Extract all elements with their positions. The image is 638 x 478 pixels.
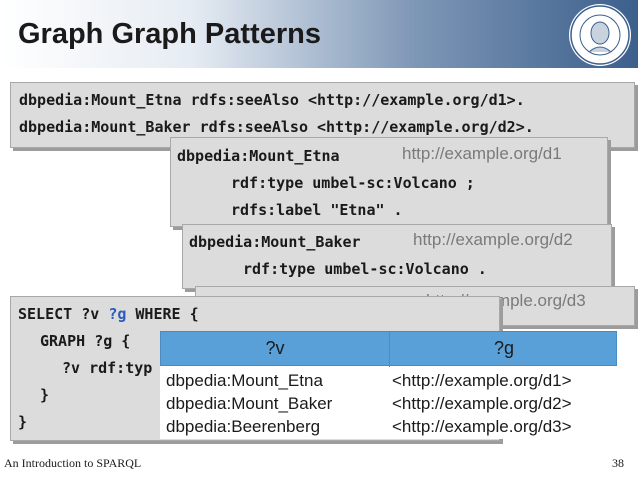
select-keyword: SELECT ?v <box>18 305 100 323</box>
graph-triple: rdfs:label "Etna" . <box>231 201 403 219</box>
graph-url: http://example.org/d2 <box>413 230 573 249</box>
named-graph-d1-box: dbpedia:Mount_Etna http://example.org/d1… <box>170 137 608 227</box>
query-line-select: SELECT ?v ?g WHERE { <box>18 305 199 323</box>
result-cell: dbpedia:Mount_Etna <box>166 371 323 390</box>
result-cell: <http://example.org/d2> <box>392 394 572 413</box>
result-cell: dbpedia:Mount_Baker <box>166 394 333 413</box>
header-cell-v: ?v <box>265 338 285 358</box>
triple-line: dbpedia:Mount_Etna rdfs:seeAlso <http://… <box>19 91 525 109</box>
query-line-close: } <box>18 413 28 431</box>
triple-line: dbpedia:Mount_Baker rdfs:seeAlso <http:/… <box>19 118 534 136</box>
graph-triple: rdf:type umbel-sc:Volcano . <box>243 260 487 278</box>
page-number: 38 <box>612 456 624 470</box>
header-cell-g: ?g <box>493 338 515 358</box>
graph-subject: dbpedia:Mount_Etna <box>177 147 340 165</box>
column-divider <box>389 332 390 367</box>
graph-triple: rdf:type umbel-sc:Volcano ; <box>231 174 475 192</box>
graph-keyword: GRAPH <box>40 332 86 350</box>
graph-subject: dbpedia:Mount_Baker <box>189 233 361 251</box>
query-line-graph: GRAPH ?g { <box>40 332 130 350</box>
graph-variable: ?g <box>108 305 127 323</box>
university-seal-icon <box>569 4 631 66</box>
graph-url: http://example.org/d1 <box>402 144 562 163</box>
query-line-close: } <box>40 386 50 404</box>
where-keyword: WHERE { <box>135 305 199 323</box>
graph-variable: ?g <box>94 332 113 350</box>
results-header: ?v ?g <box>160 331 617 367</box>
result-cell: dbpedia:Beerenberg <box>166 417 321 436</box>
footer-course-title: An Introduction to SPARQL <box>4 456 142 470</box>
open-brace: { <box>121 332 131 350</box>
named-graph-d2-box: dbpedia:Mount_Baker http://example.org/d… <box>182 224 612 289</box>
result-cell: <http://example.org/d1> <box>392 371 572 390</box>
query-line-pattern: ?v rdf:typ <box>62 359 153 377</box>
slide-header <box>0 0 638 68</box>
result-cell: <http://example.org/d3> <box>392 417 572 436</box>
results-table: ?v ?g dbpedia:Mount_Etna <http://example… <box>160 331 617 439</box>
slide-title: Graph Graph Patterns <box>18 18 321 50</box>
